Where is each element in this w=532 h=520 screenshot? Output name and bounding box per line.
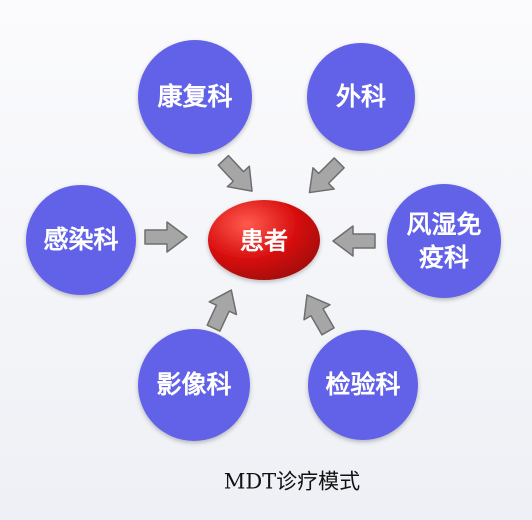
department-label-line: 影像科 [156,370,231,399]
center-ellipse [208,200,320,280]
department-infection: 感染科 [26,185,136,295]
department-label: 康复科 [157,82,232,111]
center-label: 患者 [240,227,288,255]
department-label-line: 感染科 [43,225,118,254]
department-rheumatology: 风湿免 疫科 [387,184,501,298]
department-label: 外科 [336,82,386,111]
arrow-from-imaging [206,289,238,332]
arrow-from-infection [144,221,188,253]
department-circle [26,185,136,295]
department-label-line: 疫科 [419,243,469,272]
department-circle [308,330,418,440]
department-circle [138,40,252,154]
department-label: 检验科 [325,370,400,399]
arrow-from-rehab [217,154,253,192]
department-circle [138,329,250,441]
department-circle [387,184,501,298]
department-surgery: 外科 [307,43,415,151]
department-label: 影像科 [156,370,231,399]
department-label-line: 检验科 [325,370,400,399]
arrow-layer [144,154,376,336]
department-laboratory: 检验科 [308,330,418,440]
department-label-line: 风湿免 [406,210,481,239]
department-label-line: 外科 [336,82,386,111]
department-rehab: 康复科 [138,40,252,154]
diagram-caption: MDT诊疗模式 [224,470,360,494]
arrow-from-rheumatology [332,225,376,257]
arrow-from-surgery [308,157,345,194]
arrow-from-laboratory [303,294,335,336]
center-node: 患者 [208,200,320,280]
department-label: 风湿免 [406,210,481,239]
department-circle [307,43,415,151]
department-label: 感染科 [43,225,118,254]
department-imaging: 影像科 [138,329,250,441]
department-label: 疫科 [419,243,469,272]
department-label-line: 康复科 [157,82,232,111]
